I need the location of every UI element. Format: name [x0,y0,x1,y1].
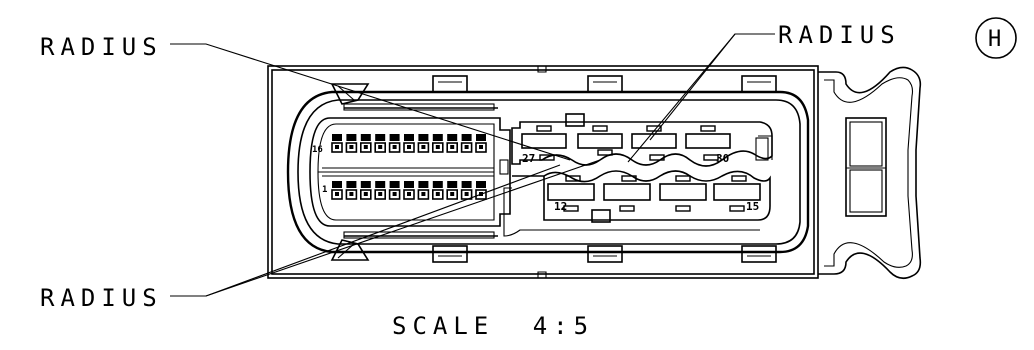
signal-pin [374,181,387,200]
signal-pin [475,181,487,200]
radius-callout-top-right: RADIUS [778,21,901,49]
signal-pin [388,134,401,153]
scale-note: SCALE 4:5 [392,312,594,340]
pin-slot [703,154,719,161]
pin-number-27: 27 [522,152,535,165]
signal-pin [374,134,387,153]
pin-number-15: 15 [746,200,759,213]
signal-pin [460,134,473,153]
signal-cavity [309,103,511,239]
pin-slot [539,154,555,161]
signal-pin [417,134,430,153]
pin-number-16: 16 [312,145,323,155]
power-pin [659,183,707,212]
mating-face [286,83,810,261]
signal-pin [475,134,487,153]
power-pin [547,183,595,212]
view-marker-letter: H [988,27,1001,52]
signal-pin [403,181,415,200]
pin-number-30: 30 [716,152,729,165]
pin-slot [621,175,637,182]
power-pin [603,183,651,212]
power-pin [713,183,761,212]
power-cavity [499,113,773,237]
power-pin-row-top [521,125,731,161]
signal-pin [388,181,401,200]
signal-pin [345,181,358,200]
signal-pin [460,181,473,200]
pin-number-12: 12 [554,200,567,213]
view-marker: H [975,17,1017,59]
signal-pin [417,181,430,200]
signal-pin [331,181,343,200]
signal-pin [359,134,372,153]
power-pin [685,125,731,149]
signal-pin [345,134,358,153]
signal-pin [331,134,343,153]
power-pin-row-bottom [547,175,761,212]
signal-pin [446,134,459,153]
pin-slot [675,175,691,182]
pin-slot [597,149,613,156]
pin-slot [731,175,747,182]
radius-callout-bottom-left: RADIUS [40,284,163,312]
signal-pin [359,181,372,200]
signal-pin [446,181,459,200]
power-pin [521,125,567,149]
power-pin [631,125,677,149]
signal-pin-row-bottom [331,181,487,200]
radius-callout-top-left: RADIUS [40,33,163,61]
locking-lever [818,66,922,280]
signal-pin [431,181,444,200]
signal-pin [431,134,444,153]
pin-slot [565,175,581,182]
leader-lines [170,33,775,297]
power-pin [577,125,623,149]
signal-pin [403,134,415,153]
pin-number-1: 1 [322,185,327,195]
signal-pin-row-top [331,134,487,153]
pin-slot [649,154,665,161]
